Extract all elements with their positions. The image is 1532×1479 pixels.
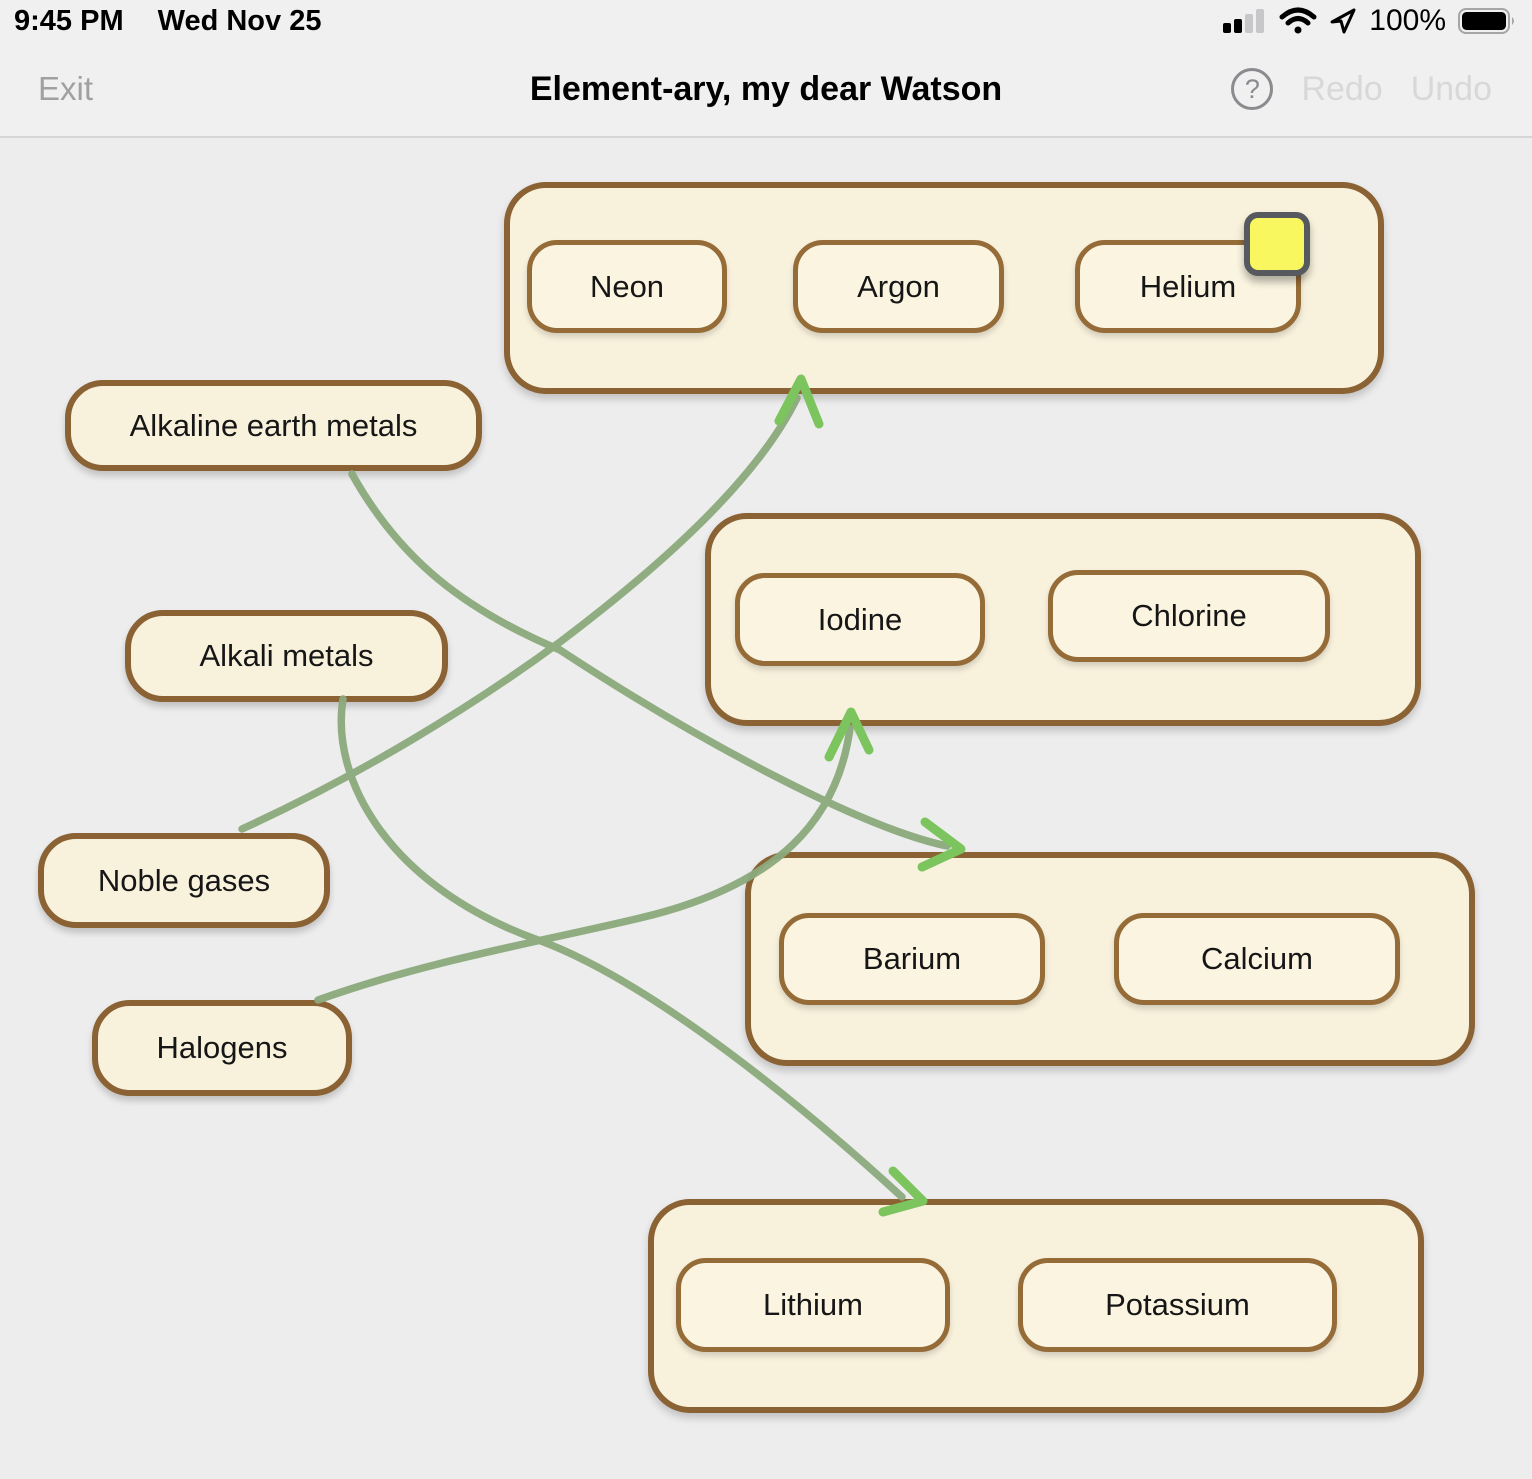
element-label: Calcium [1201, 941, 1313, 976]
element-label: Barium [862, 941, 962, 976]
category-label: Halogens [156, 1030, 288, 1065]
element-pill-iodine[interactable]: Iodine [735, 573, 985, 666]
element-pill-potassium[interactable]: Potassium [1018, 1258, 1337, 1352]
element-pill-neon[interactable]: Neon [527, 240, 727, 333]
status-bar: 9:45 PM Wed Nov 25 [0, 0, 1532, 42]
element-label: Lithium [763, 1287, 863, 1322]
element-pill-argon[interactable]: Argon [793, 240, 1004, 333]
redo-button[interactable]: Redo [1301, 69, 1383, 108]
clock-label: 9:45 PM [14, 4, 124, 37]
element-label: Iodine [817, 601, 903, 637]
category-pill-alkaline-earth-metals[interactable]: Alkaline earth metals [65, 380, 482, 471]
element-pill-lithium[interactable]: Lithium [676, 1258, 950, 1352]
element-pill-barium[interactable]: Barium [779, 913, 1045, 1005]
question-mark-icon: ? [1244, 73, 1260, 104]
battery-percent-label: 100% [1369, 4, 1446, 37]
battery-icon [1458, 7, 1518, 35]
status-left: 9:45 PM Wed Nov 25 [14, 5, 321, 38]
nav-bar: Exit Element-ary, my dear Watson ? Redo … [0, 42, 1532, 136]
cellular-signal-icon [1223, 7, 1267, 35]
category-label: Alkaline earth metals [129, 407, 418, 443]
top-chrome: 9:45 PM Wed Nov 25 [0, 0, 1532, 138]
element-pill-calcium[interactable]: Calcium [1114, 913, 1400, 1005]
category-label: Noble gases [97, 862, 271, 898]
group-box-noble-gas-elements[interactable]: Neon Argon Helium [504, 182, 1384, 394]
category-pill-noble-gases[interactable]: Noble gases [38, 833, 330, 928]
wifi-icon [1279, 7, 1317, 35]
element-label: Neon [589, 268, 665, 304]
category-label: Alkali metals [199, 638, 374, 673]
nav-right: ? Redo Undo [1231, 68, 1492, 110]
category-pill-halogens[interactable]: Halogens [92, 1000, 352, 1096]
page-title: Element-ary, my dear Watson [529, 69, 1003, 108]
exit-button[interactable]: Exit [38, 70, 94, 107]
location-arrow-icon [1329, 7, 1357, 35]
undo-button[interactable]: Undo [1410, 69, 1492, 108]
element-label: Argon [857, 268, 940, 304]
date-label: Wed Nov 25 [157, 4, 322, 37]
group-box-alkali-metal-elements[interactable]: Lithium Potassium [648, 1199, 1424, 1413]
status-right: 100% [1223, 4, 1518, 38]
element-pill-chlorine[interactable]: Chlorine [1048, 570, 1330, 662]
element-label: Potassium [1105, 1287, 1250, 1322]
sticky-note[interactable] [1244, 212, 1310, 276]
element-label: Chlorine [1131, 598, 1247, 633]
element-label: Helium [1139, 268, 1237, 304]
group-box-halogen-elements[interactable]: Iodine Chlorine [705, 513, 1421, 726]
help-button[interactable]: ? [1231, 68, 1274, 110]
group-box-alkaline-earth-elements[interactable]: Barium Calcium [745, 852, 1475, 1066]
category-pill-alkali-metals[interactable]: Alkali metals [125, 610, 448, 702]
